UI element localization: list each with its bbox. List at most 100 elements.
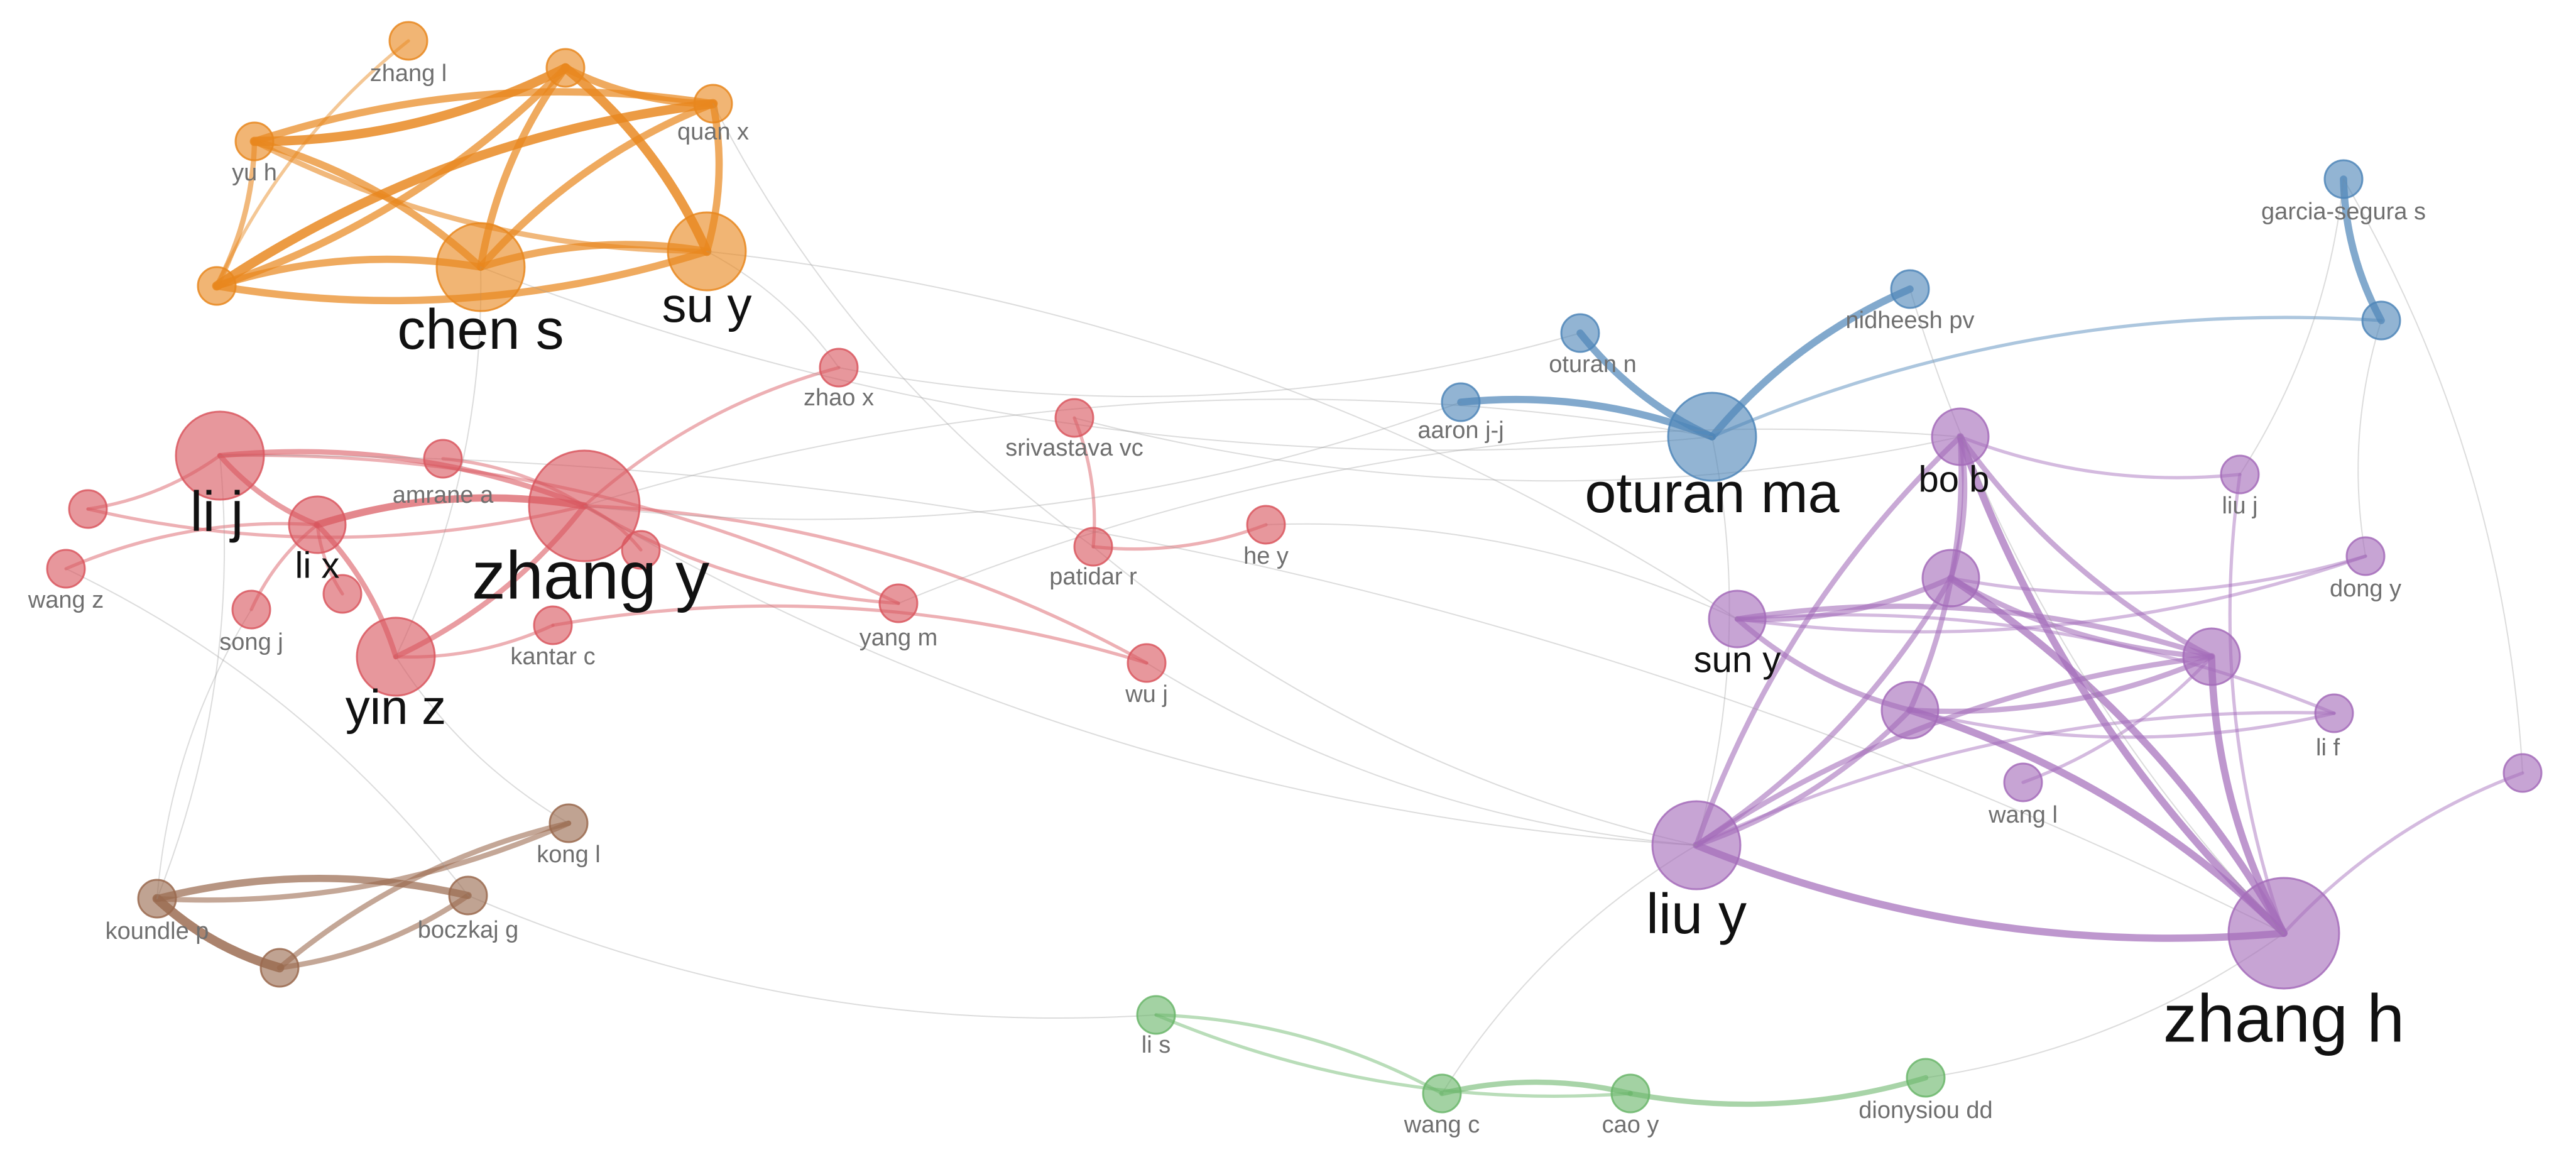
node-li-s[interactable] (1136, 995, 1176, 1035)
node-kantar-c[interactable] (533, 605, 573, 645)
link-brown_n1-kong_l (276, 820, 572, 971)
node-oturan-n[interactable] (1560, 313, 1600, 353)
node-dionysiou-dd[interactable] (1906, 1058, 1946, 1098)
node-zhang-l-top[interactable] (388, 21, 428, 61)
link-patidar_r-liu_y (1093, 546, 1697, 846)
link-koundle_p-kong_l (154, 820, 572, 903)
link-liu_y-bo_b (1693, 434, 1963, 848)
node-orange-n1[interactable] (545, 48, 586, 88)
link-brown_n1-boczkaj_g (276, 892, 471, 971)
node-red-n2[interactable] (621, 530, 661, 570)
link-zhang_h-purple_n3 (1906, 706, 2288, 937)
label-nidheesh-pv: nidheesh pv (1846, 307, 1975, 334)
link-zhang_y-oturan_ma (584, 398, 1713, 507)
node-kong-l[interactable] (548, 803, 589, 843)
label-oturan-ma: oturan ma (1585, 462, 1840, 525)
link-orange_n2-quan_x (212, 99, 718, 291)
label-quan-x: quan x (677, 119, 749, 145)
node-li-x[interactable] (288, 495, 347, 554)
node-song-j[interactable] (231, 589, 271, 630)
node-yang-m[interactable] (878, 583, 919, 623)
node-quan-x[interactable] (693, 84, 733, 124)
link-purple_n1-dong_y (1949, 554, 2367, 595)
links-layer (64, 39, 2524, 1107)
node-cao-y[interactable] (1610, 1073, 1651, 1114)
node-yu-h[interactable] (234, 121, 275, 162)
node-purple-n2[interactable] (2182, 627, 2241, 686)
label-yin-z: yin z (346, 679, 446, 735)
node-yin-z[interactable] (356, 616, 436, 697)
node-wang-l[interactable] (2003, 762, 2043, 803)
node-amrane-a[interactable] (423, 439, 463, 479)
link-zhang_h-liu_j (2228, 473, 2286, 935)
node-he-y[interactable] (1246, 505, 1286, 545)
link-nidheesh_pv-zhang_h (1909, 288, 2284, 934)
node-orange-n2[interactable] (197, 266, 237, 306)
link-he_y-sun_y (1265, 523, 1738, 620)
link-wang_c-liu_y (1441, 845, 1697, 1094)
label-amrane-a: amrane a (393, 482, 494, 508)
node-li-j-red[interactable] (175, 410, 265, 501)
link-li_f-purple_n3 (1908, 708, 2336, 739)
node-wu-j[interactable] (1127, 643, 1167, 683)
link-srivastava_vc-bo_b (1074, 417, 1961, 482)
label-wu-j: wu j (1125, 681, 1168, 708)
node-zhang-h[interactable] (2227, 877, 2340, 990)
label-zhang-l-top: zhang l (370, 60, 447, 87)
node-wang-z[interactable] (46, 549, 86, 589)
node-wang-c[interactable] (1422, 1073, 1462, 1114)
link-purple_n2-purple_n3 (1907, 654, 2215, 715)
label-kantar-c: kantar c (510, 644, 595, 670)
node-koundle-p[interactable] (137, 879, 177, 919)
link-bo_b-purple_n2 (1957, 434, 2215, 660)
label-zhang-h: zhang h (2163, 980, 2404, 1056)
link-dong_y-blue_n1 (2357, 320, 2382, 557)
node-dong-y[interactable] (2345, 536, 2386, 576)
node-blue-n1[interactable] (2361, 300, 2401, 341)
link-yu_h-orange_n1 (249, 63, 570, 146)
link-liu_y-li_f (1695, 711, 2336, 847)
node-aaron-jj[interactable] (1441, 382, 1481, 422)
label-bo-b: bo b (1919, 459, 1990, 500)
node-garcia-segura-s[interactable] (2323, 159, 2364, 199)
node-patidar-r[interactable] (1073, 527, 1113, 567)
node-red-n1[interactable] (68, 489, 108, 529)
link-wang_z-boczkaj_g (65, 568, 469, 896)
node-sun-y[interactable] (1708, 589, 1767, 649)
node-boczkaj-g[interactable] (448, 875, 488, 916)
label-li-x: li x (295, 545, 340, 586)
node-liu-j[interactable] (2220, 454, 2260, 495)
node-chen-s[interactable] (435, 222, 526, 312)
node-purple-n1[interactable] (1921, 549, 1980, 608)
link-chen_s-yin_z (395, 266, 482, 657)
label-liu-j: liu j (2222, 493, 2257, 519)
node-brown-n1[interactable] (259, 948, 300, 988)
link-liu_j-bo_b (1958, 435, 2242, 479)
node-red-n3[interactable] (322, 574, 363, 614)
node-purple-n3[interactable] (1880, 681, 1940, 740)
label-aaron-jj: aaron j-j (1417, 417, 1504, 444)
node-bo-b[interactable] (1931, 407, 1990, 466)
node-purple-n4[interactable] (2502, 753, 2543, 793)
node-su-y[interactable] (667, 211, 747, 292)
node-oturan-ma[interactable] (1667, 392, 1757, 482)
label-li-j-red: li j (190, 481, 244, 544)
link-sun_y-purple_n2 (1734, 603, 2215, 660)
node-liu-y[interactable] (1651, 800, 1742, 890)
label-yu-h: yu h (232, 160, 277, 186)
label-li-s: li s (1142, 1032, 1171, 1058)
node-srivastava-vc[interactable] (1054, 398, 1094, 438)
link-aaron_jj-zhang_y (584, 402, 1461, 520)
label-kong-l: kong l (537, 841, 600, 868)
label-wang-l: wang l (1988, 802, 2058, 828)
link-sun_y-li_f (1735, 613, 2336, 715)
node-zhang-y[interactable] (528, 449, 641, 562)
node-zhao-x[interactable] (819, 348, 859, 388)
node-li-f[interactable] (2314, 693, 2354, 733)
link-sun_y-purple_n1 (1734, 575, 1954, 623)
node-nidheesh-pv[interactable] (1890, 269, 1930, 309)
link-quan_x-patidar_r (712, 103, 1094, 547)
link-boczkaj_g-li_s (467, 895, 1157, 1019)
link-su_y-sun_y (706, 251, 1738, 620)
label-koundle-p: koundle p (106, 918, 209, 945)
